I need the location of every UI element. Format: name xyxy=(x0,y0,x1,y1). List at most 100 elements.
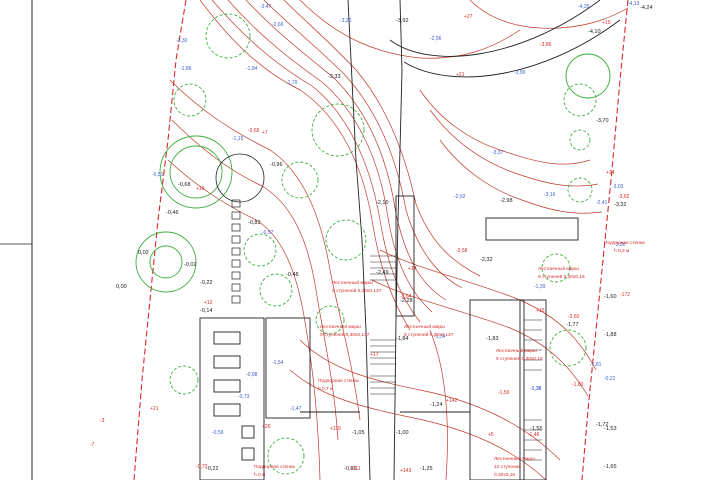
tree-icon xyxy=(315,305,345,335)
paver xyxy=(231,295,241,304)
plan-annotation: 9 ступеней 0,30х0,137 xyxy=(320,331,370,338)
level-label-existing: -3,16 xyxy=(544,192,556,198)
contour-line xyxy=(283,0,481,277)
level-label-design: -3,64 xyxy=(400,294,412,300)
level-label: -1,65 xyxy=(604,464,617,470)
plan-annotation: Лестничный марш xyxy=(496,347,537,354)
tree-icon xyxy=(159,135,233,209)
level-label: -1,83 xyxy=(486,336,499,342)
plan-annotation: h 0,3 м xyxy=(614,248,629,254)
level-label: -4,10 xyxy=(588,29,601,35)
building-outline xyxy=(469,299,525,480)
paver xyxy=(231,223,241,232)
contour-line xyxy=(439,139,603,214)
path-pavers xyxy=(231,199,241,304)
plan-annotation: 9 ступеней 0,30х0,137 xyxy=(332,287,382,294)
stair-block xyxy=(519,299,547,480)
tree-canopy-outline xyxy=(215,153,265,203)
tree-icon xyxy=(149,245,183,279)
level-label-design: +143 xyxy=(400,468,411,474)
level-label-existing: -0,21 xyxy=(604,376,616,382)
level-label: -1,24 xyxy=(430,402,443,408)
level-label-existing: -2,92 xyxy=(454,194,466,200)
tree-icon xyxy=(169,365,199,395)
contour-line xyxy=(167,159,321,480)
contour-line xyxy=(245,0,447,301)
level-label: -1,25 xyxy=(420,466,433,472)
tree-icon xyxy=(563,83,597,117)
tree-icon xyxy=(325,219,367,261)
level-label: -0,96 xyxy=(344,466,357,472)
level-label: -0,83 xyxy=(248,220,261,226)
level-label-existing: -1,81 xyxy=(590,362,602,368)
plan-annotation: h 0,7 м xyxy=(318,386,333,392)
level-label: -0,22 xyxy=(206,466,219,472)
paver xyxy=(231,247,241,256)
window xyxy=(213,355,241,369)
level-label-design: +14 xyxy=(606,170,615,176)
window xyxy=(213,379,241,393)
tree-icon xyxy=(569,129,591,151)
level-label: -0,96 xyxy=(270,162,283,168)
paver xyxy=(231,271,241,280)
contour-line xyxy=(289,369,547,480)
level-label: -3,32 xyxy=(614,202,627,208)
stair-hatch xyxy=(370,255,542,461)
plan-annotation: 9 ступеней 0,30х0,16 xyxy=(496,355,543,362)
level-label: 0,00 xyxy=(116,284,127,290)
level-label-existing: -1,15 xyxy=(232,136,244,142)
level-label-design: +7 xyxy=(262,130,268,136)
tree-icon xyxy=(135,231,197,293)
tree-icon xyxy=(205,13,251,59)
contour-line xyxy=(199,0,411,331)
level-label-design: +27 xyxy=(464,14,473,20)
paver xyxy=(231,211,241,220)
level-labels-black: -4,24-4,10-3,92-3,33-3,70-3,32-2,98-2,32… xyxy=(116,5,653,472)
level-label: -0,46 xyxy=(166,210,179,216)
plan-annotation: Лестничный марш xyxy=(320,323,361,330)
window xyxy=(241,425,255,439)
plan-annotation: 0,30х0,16 xyxy=(494,472,515,478)
level-label-existing: -0,57 xyxy=(262,230,274,236)
paver xyxy=(231,199,241,208)
tree-icon xyxy=(549,329,587,367)
level-label-existing: -1,36 xyxy=(530,386,542,392)
tree-icon xyxy=(173,83,207,117)
site-boundary xyxy=(133,0,629,480)
arc-road xyxy=(389,0,601,57)
level-label-design: +10 xyxy=(602,20,611,26)
level-label-existing: -0,98 xyxy=(246,372,258,378)
level-label: -1,53 xyxy=(604,426,617,432)
window xyxy=(213,331,241,345)
level-label-existing: -1,34 xyxy=(434,334,446,340)
terrace-outline xyxy=(485,217,579,241)
level-label-design: +111 xyxy=(350,466,361,472)
tree-icon xyxy=(567,177,593,203)
plan-annotation: 10 ступеней xyxy=(494,463,521,470)
level-label-existing: -2,66 xyxy=(272,22,284,28)
level-label-design: -3,60 xyxy=(568,314,580,320)
level-label-design: +142 xyxy=(446,398,457,404)
plan-annotation: 9 ступеней 0,30х0,16 xyxy=(538,273,585,280)
level-label-existing: -2,41 xyxy=(596,200,608,206)
level-label: -1,05 xyxy=(352,430,365,436)
tree-icon xyxy=(311,103,365,157)
level-label-existing: -3,26 xyxy=(340,18,352,24)
contours xyxy=(167,0,629,480)
plan-annotation: h 0 м xyxy=(254,472,265,478)
contour-line xyxy=(429,109,599,187)
level-label-existing: -2,30 xyxy=(176,38,188,44)
level-label-design: -3,62 xyxy=(618,194,630,200)
level-label: 0,02 xyxy=(138,250,149,256)
level-label-design: -0,73 xyxy=(196,464,208,470)
level-label-design: +21 xyxy=(150,406,159,412)
window xyxy=(213,403,241,417)
plan-annotation: Подпорная стенка xyxy=(254,464,295,470)
plan-annotation: Лестничный марш xyxy=(404,323,445,330)
plan-annotation: Подпорная стенка xyxy=(604,240,645,246)
terrace-outline xyxy=(265,317,311,419)
contour-line xyxy=(299,0,521,59)
level-labels-blue: -4,13-4,25-3,90-3,37-3,47-3,26-2,96-2,66… xyxy=(152,1,640,436)
level-label-existing: -3,47 xyxy=(260,4,272,10)
